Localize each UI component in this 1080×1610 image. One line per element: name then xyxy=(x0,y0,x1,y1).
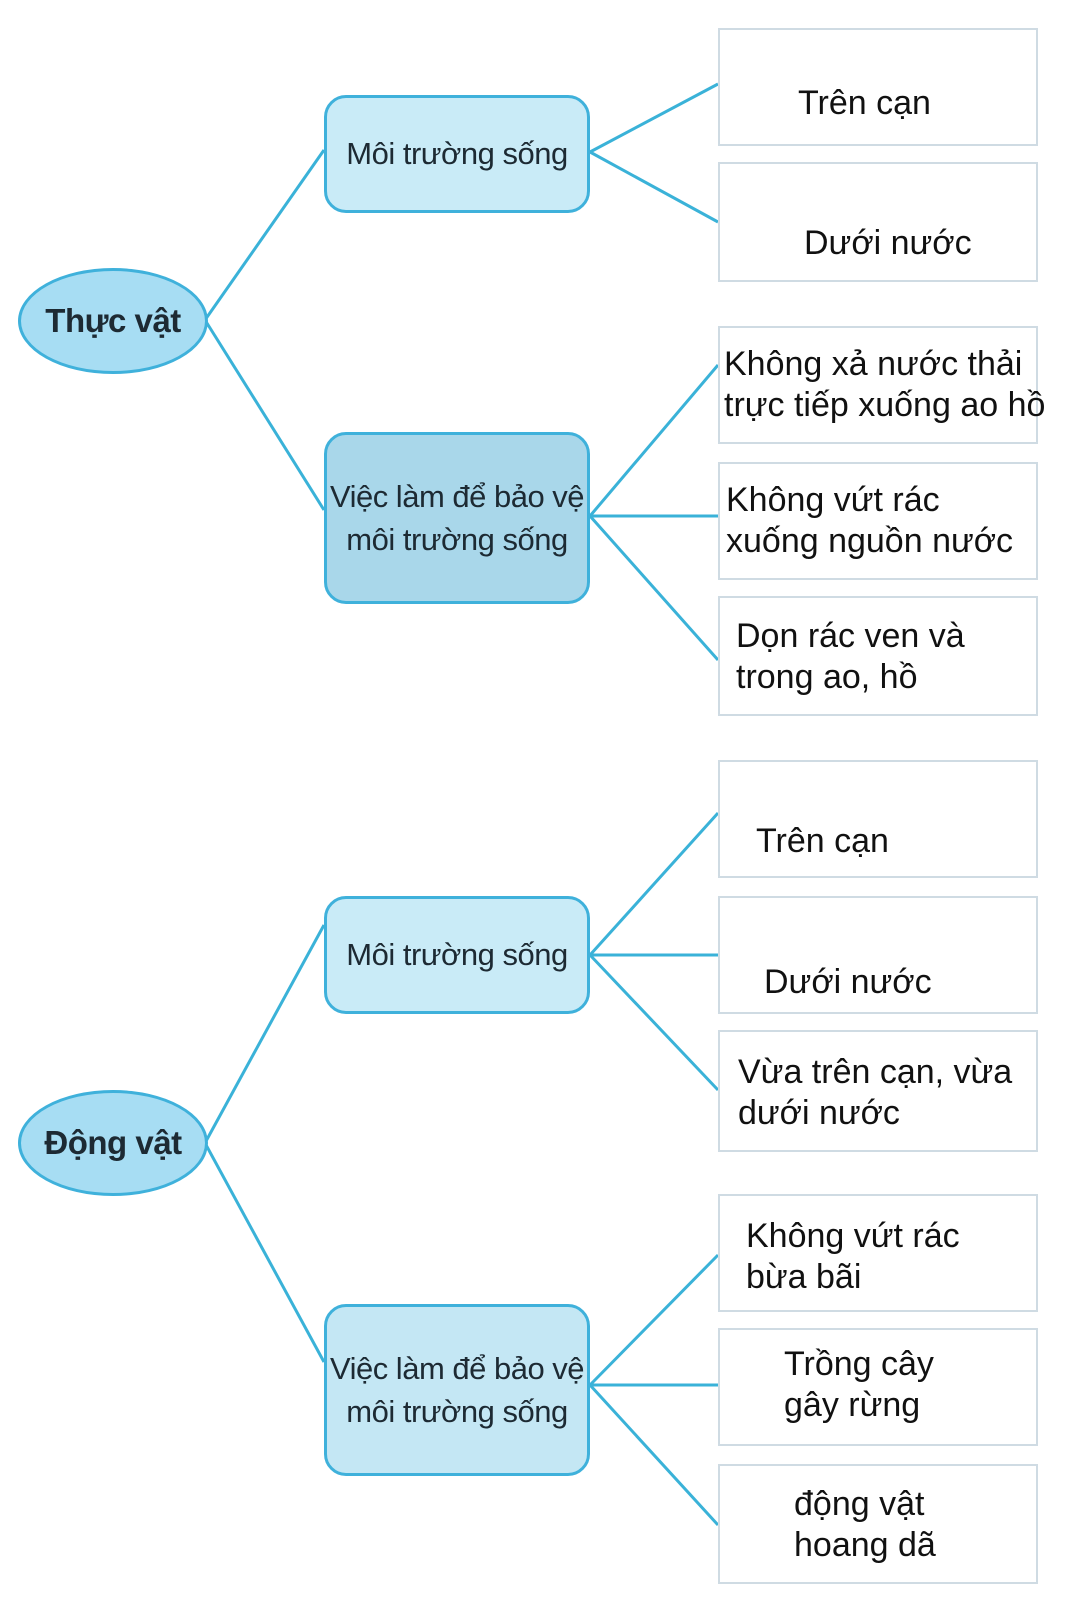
leaf-animal-both: Vừa trên cạn, vừa dưới nước xyxy=(718,1030,1038,1152)
connector-plant-habitat xyxy=(203,149,326,321)
connector-animal-habitat xyxy=(203,924,326,1144)
leaf-plant-protect-2: Không vứt rác xuống nguồn nước xyxy=(718,462,1038,580)
root-label-animal: Động vật xyxy=(44,1124,182,1161)
leaf-plant-water: Dưới nước xyxy=(718,162,1038,282)
category-node-animal-protect: Việc làm để bảo vệ môi trường sống xyxy=(324,1304,590,1476)
category-node-plant-habitat: Môi trường sống xyxy=(324,95,590,213)
leaf-plant-protect-1: Không xả nước thải trực tiếp xuống ao hồ xyxy=(718,326,1045,444)
leaf-animal-land: Trên cạn xyxy=(718,760,1038,878)
leaf-animal-protect-2: Trồng cây gây rừng xyxy=(718,1328,1038,1446)
category-label-line2: môi trường sống xyxy=(346,522,568,557)
connector-animal-habitat-land xyxy=(588,811,720,957)
connector-animal-protect-3 xyxy=(588,1383,720,1527)
connector-plant-protect-3 xyxy=(588,515,720,661)
connector-animal-habitat-both xyxy=(588,953,720,1092)
leaf-plant-protect-3: Dọn rác ven và trong ao, hồ xyxy=(718,596,1038,716)
connector-animal-protect xyxy=(203,1142,326,1363)
root-label-plant: Thực vật xyxy=(45,302,181,339)
connector-plant-protect xyxy=(203,319,326,511)
leaf-animal-water: Dưới nước xyxy=(718,896,1038,1014)
category-node-animal-habitat: Môi trường sống xyxy=(324,896,590,1014)
leaf-plant-land: Trên cạn xyxy=(718,28,1038,146)
category-node-plant-protect: Việc làm để bảo vệ môi trường sống xyxy=(324,432,590,604)
category-label: Môi trường sống xyxy=(346,136,568,172)
root-node-plant: Thực vật xyxy=(18,268,208,374)
connector-animal-protect-1 xyxy=(588,1253,720,1387)
connector-plant-habitat-water xyxy=(589,150,719,224)
category-label: Môi trường sống xyxy=(346,937,568,973)
category-label-line1: Việc làm để bảo vệ xyxy=(329,1350,585,1386)
leaf-animal-protect-3: động vật hoang dã xyxy=(718,1464,1038,1584)
leaf-animal-protect-1: Không vứt rác bừa bãi xyxy=(718,1194,1038,1312)
category-label-line2: môi trường sống xyxy=(346,1394,568,1429)
connector-plant-protect-1 xyxy=(588,364,720,517)
root-node-animal: Động vật xyxy=(18,1090,208,1196)
connector-plant-habitat-land xyxy=(589,82,719,154)
category-label-line1: Việc làm để bảo vệ xyxy=(329,478,585,514)
